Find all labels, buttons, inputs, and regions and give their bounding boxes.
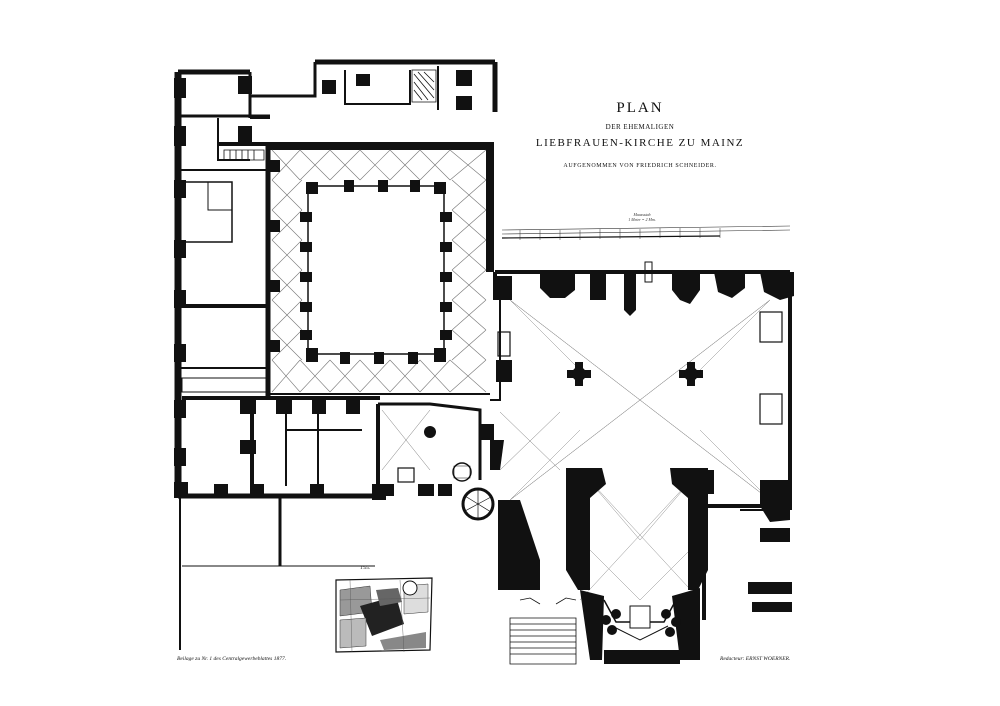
inset-map-label: 1:55.: [360, 566, 371, 571]
footer-right-caption: Redacteur: ERNST WOERNER.: [720, 656, 791, 662]
inset-location-map: [335, 577, 433, 653]
scale-bar: [501, 225, 791, 240]
title-author: AUFGENOMMEN VON FRIEDRICH SCHNEIDER.: [563, 163, 717, 169]
title-subtitle: DER EHEMALIGEN: [605, 123, 675, 131]
footer-left-caption: Beilage zu Nr. 1 des Centralgewerbeblatt…: [177, 656, 287, 662]
scale-label-line1: Maassstab: [633, 212, 651, 217]
scale-label: Maassstab 1 Meter = 2 Mm.: [612, 212, 672, 222]
west-wing-piers: [174, 70, 472, 500]
upper-staircase: [223, 69, 437, 161]
church: [376, 261, 794, 665]
cloister: [265, 142, 494, 398]
scale-label-line2: 1 Meter = 2 Mm.: [628, 217, 656, 222]
title-main: LIEBFRAUEN-KIRCHE ZU MAINZ: [535, 137, 745, 149]
title-block: PLAN DER EHEMALIGEN LIEBFRAUEN-KIRCHE ZU…: [520, 100, 760, 169]
title-plan: PLAN: [616, 100, 664, 116]
